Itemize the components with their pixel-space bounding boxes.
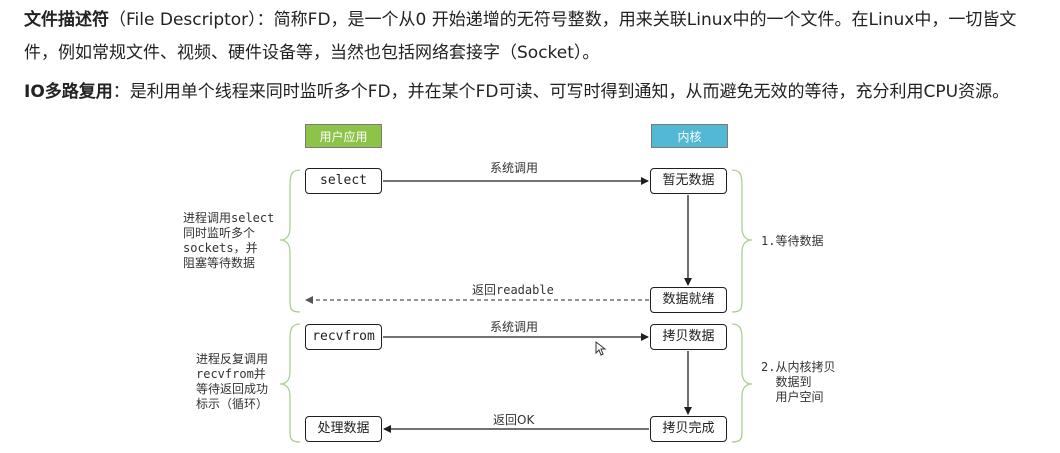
syscall-label-2: 系统调用 <box>490 320 539 334</box>
io-multiplexing-text: ：是利用单个线程来同时监听多个FD，并在某个FD可读、可写时得到通知，从而避免无… <box>112 82 1010 102</box>
wait-data-stage-note: 1.等待数据 <box>761 234 824 248</box>
left-brace-2 <box>279 323 301 443</box>
process-data-box: 处理数据 <box>305 416 382 442</box>
user-app-header: 用户应用 <box>305 124 382 148</box>
data-ready-box: 数据就绪 <box>650 287 727 313</box>
right-brace-2 <box>731 323 753 443</box>
syscall-label-1: 系统调用 <box>490 161 539 175</box>
right-brace-1 <box>731 169 753 313</box>
recvfrom-box: recvfrom <box>305 324 382 350</box>
io-multiplexing-term: IO多路复用 <box>24 82 113 102</box>
copy-done-box: 拷贝完成 <box>650 416 727 442</box>
no-data-box: 暂无数据 <box>650 168 727 194</box>
fd-definition-text: （File Descriptor）：简称FD，是一个从0 开始递增的无符号整数，… <box>24 10 1017 63</box>
recvfrom-process-note: 进程反复调用 recvfrom并 等待返回成功 标示（循环） <box>196 352 269 411</box>
return-ok-label: 返回OK <box>493 413 535 427</box>
select-box: select <box>305 168 382 194</box>
mouse-cursor-icon <box>595 340 607 356</box>
fd-definition-paragraph: 文件描述符（File Descriptor）：简称FD，是一个从0 开始递增的无… <box>24 4 1042 70</box>
io-multiplexing-paragraph: IO多路复用：是利用单个线程来同时监听多个FD，并在某个FD可读、可写时得到通知… <box>24 76 1042 109</box>
left-brace-1 <box>279 169 301 313</box>
copy-data-box: 拷贝数据 <box>650 324 727 350</box>
copy-data-stage-note: 2.从内核拷贝 数据到 用户空间 <box>761 360 836 404</box>
return-readable-label: 返回readable <box>472 283 554 297</box>
kernel-header: 内核 <box>651 124 728 148</box>
select-process-note: 进程调用select 同时监听多个 sockets，并 阻塞等待数据 <box>183 211 275 270</box>
fd-term: 文件描述符 <box>24 10 109 30</box>
